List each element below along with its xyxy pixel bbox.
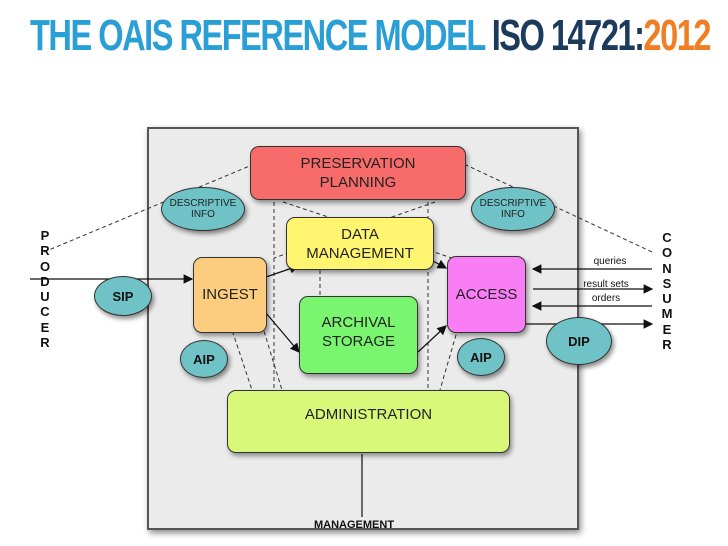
archival-storage-label: ARCHIVAL STORAGE	[321, 314, 396, 350]
administration-box: ADMINISTRATION	[227, 390, 510, 453]
administration-label: ADMINISTRATION	[304, 406, 433, 423]
data-management-label: DATA MANAGEMENT	[306, 226, 414, 262]
dip-oval: DIP	[546, 317, 612, 365]
ingest-box: INGEST	[193, 257, 267, 333]
aip-right-oval: AIP	[457, 338, 505, 376]
archival-storage-box: ARCHIVAL STORAGE	[299, 296, 418, 374]
dashed-ingest-to-admin-2	[259, 317, 283, 391]
result-sets-label: result sets	[583, 279, 629, 290]
dashed-consumer-to-planning	[465, 164, 653, 253]
access-box: ACCESS	[447, 256, 526, 333]
data-management-box: DATA MANAGEMENT	[286, 217, 434, 270]
dashed-ingest-to-admin	[227, 317, 253, 391]
queries-label: queries	[593, 256, 627, 267]
title-part-model: THE OAIS REFERENCE MODEL	[30, 11, 486, 60]
arrow-ingest-to-archival-storage	[265, 312, 300, 353]
orders-label: orders	[591, 293, 621, 304]
dashed-producer-to-planning	[43, 164, 253, 253]
preservation-planning-label: PRESERVATION PLANNING	[300, 155, 416, 191]
arrow-archival-storage-to-access	[417, 325, 447, 353]
preservation-planning-box: PRESERVATION PLANNING	[250, 146, 466, 200]
descriptive-info-right-oval: DESCRIPTIVE INFO	[471, 187, 555, 231]
management-label: MANAGEMENT	[314, 519, 395, 531]
title-part-iso: ISO 14721:	[491, 11, 645, 60]
aip-left-oval: AIP	[180, 340, 228, 378]
dashed-access-to-admin	[439, 327, 459, 391]
access-label: ACCESS	[455, 286, 518, 303]
ingest-label: INGEST	[202, 286, 258, 303]
title-part-year: 2012	[643, 11, 711, 60]
page-title: THE OAIS REFERENCE MODEL ISO 14721:2012	[30, 6, 711, 66]
descriptive-info-left-oval: DESCRIPTIVE INFO	[161, 187, 245, 231]
sip-oval: SIP	[94, 276, 152, 316]
arrow-data-management-to-access	[432, 259, 448, 269]
